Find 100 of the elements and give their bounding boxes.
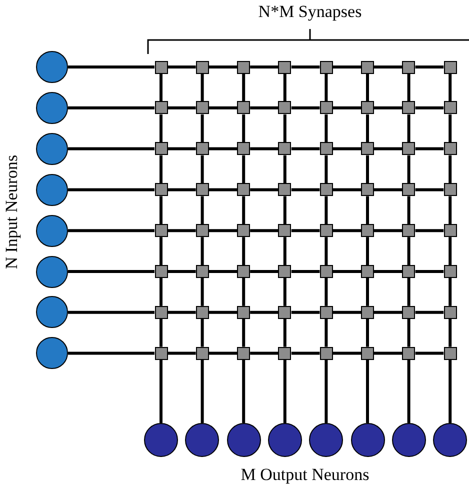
synapse-square <box>237 142 250 156</box>
synapse-square <box>154 183 168 196</box>
synapse-square <box>154 306 168 319</box>
connector-line <box>200 74 204 102</box>
connector-line <box>448 155 452 184</box>
synapse-square <box>444 306 457 319</box>
synapse-square <box>361 142 374 156</box>
output-neuron <box>392 423 426 457</box>
connector-line <box>374 106 402 110</box>
synapse-square <box>154 60 168 74</box>
synapse-square <box>361 346 374 360</box>
synapse-square <box>196 183 209 196</box>
synapse-square <box>320 346 333 360</box>
connector-line <box>168 270 196 273</box>
synapse-square <box>402 183 416 196</box>
connector-line <box>242 196 246 224</box>
synapse-square <box>402 224 416 238</box>
output-neuron <box>268 423 302 457</box>
synapse-square <box>196 224 209 238</box>
synapse-square <box>237 60 250 74</box>
input-neuron <box>36 256 68 288</box>
connector-line <box>68 106 154 110</box>
synapse-square <box>278 346 292 360</box>
connector-line <box>415 188 444 192</box>
synapse-square <box>278 306 292 319</box>
connector-line <box>160 155 162 184</box>
connector-line <box>291 310 320 314</box>
connector-line <box>448 318 452 347</box>
connector-line <box>324 237 328 265</box>
connector-line <box>208 229 238 232</box>
synapse-square <box>196 101 209 114</box>
synapse-square <box>278 265 292 278</box>
synapse-square <box>361 60 374 74</box>
synapse-square <box>237 346 250 360</box>
connector-line <box>407 114 410 142</box>
connector-line <box>283 114 286 142</box>
synapse-square <box>320 265 333 278</box>
connector-line <box>324 155 328 184</box>
connector-line <box>448 196 452 224</box>
connector-line <box>291 66 320 68</box>
synapse-square <box>154 101 168 114</box>
output-neuron <box>309 423 344 457</box>
connector-line <box>366 155 369 184</box>
connector-line <box>283 196 286 224</box>
synapse-square <box>320 224 333 238</box>
connector-line <box>291 270 320 273</box>
synapse-square <box>154 346 168 360</box>
connector-line <box>250 106 278 110</box>
connector-line <box>374 147 402 150</box>
connector-line <box>366 318 369 347</box>
connector-line <box>250 147 278 150</box>
connector-line <box>415 229 444 232</box>
input-neuron <box>36 174 68 206</box>
synapse-square <box>444 60 457 74</box>
connector-line <box>366 196 369 224</box>
connector-line <box>160 114 162 142</box>
connector-line <box>366 74 369 102</box>
connector-line <box>415 106 444 110</box>
connector-line <box>407 278 410 306</box>
connector-line <box>283 318 286 347</box>
synapse-square <box>320 101 333 114</box>
synapse-square <box>154 142 168 156</box>
connector-line <box>291 188 320 192</box>
connector-line <box>448 360 452 423</box>
output-neuron <box>433 423 468 457</box>
connector-line <box>415 352 444 355</box>
connector-line <box>407 318 410 347</box>
synapse-square <box>361 306 374 319</box>
connector-line <box>242 237 246 265</box>
connector-line <box>448 114 452 142</box>
synapse-square <box>444 224 457 238</box>
connector-line <box>168 106 196 110</box>
input-neuron <box>36 132 68 165</box>
connector-line <box>448 237 452 265</box>
synapse-square <box>402 101 416 114</box>
connector-line <box>68 229 154 232</box>
connector-line <box>208 352 238 355</box>
connector-line <box>366 114 369 142</box>
connector-line <box>68 270 154 273</box>
connector-line <box>250 188 278 192</box>
connector-line <box>208 147 238 150</box>
connector-line <box>407 74 410 102</box>
connector-line <box>374 188 402 192</box>
connector-line <box>168 66 196 68</box>
synapse-square <box>361 224 374 238</box>
connector-line <box>332 352 361 355</box>
connector-line <box>283 360 286 423</box>
connector-line <box>283 237 286 265</box>
connector-line <box>407 360 410 423</box>
connector-line <box>242 318 246 347</box>
synapse-square <box>402 306 416 319</box>
synapse-square <box>361 183 374 196</box>
output-neuron <box>226 423 261 457</box>
axis-caption: N Input Neurons <box>2 154 22 270</box>
connector-line <box>291 106 320 110</box>
connector-line <box>160 237 162 265</box>
connector-line <box>291 147 320 150</box>
connector-line <box>68 66 154 68</box>
connector-line <box>374 66 402 68</box>
connector-line <box>208 270 238 273</box>
